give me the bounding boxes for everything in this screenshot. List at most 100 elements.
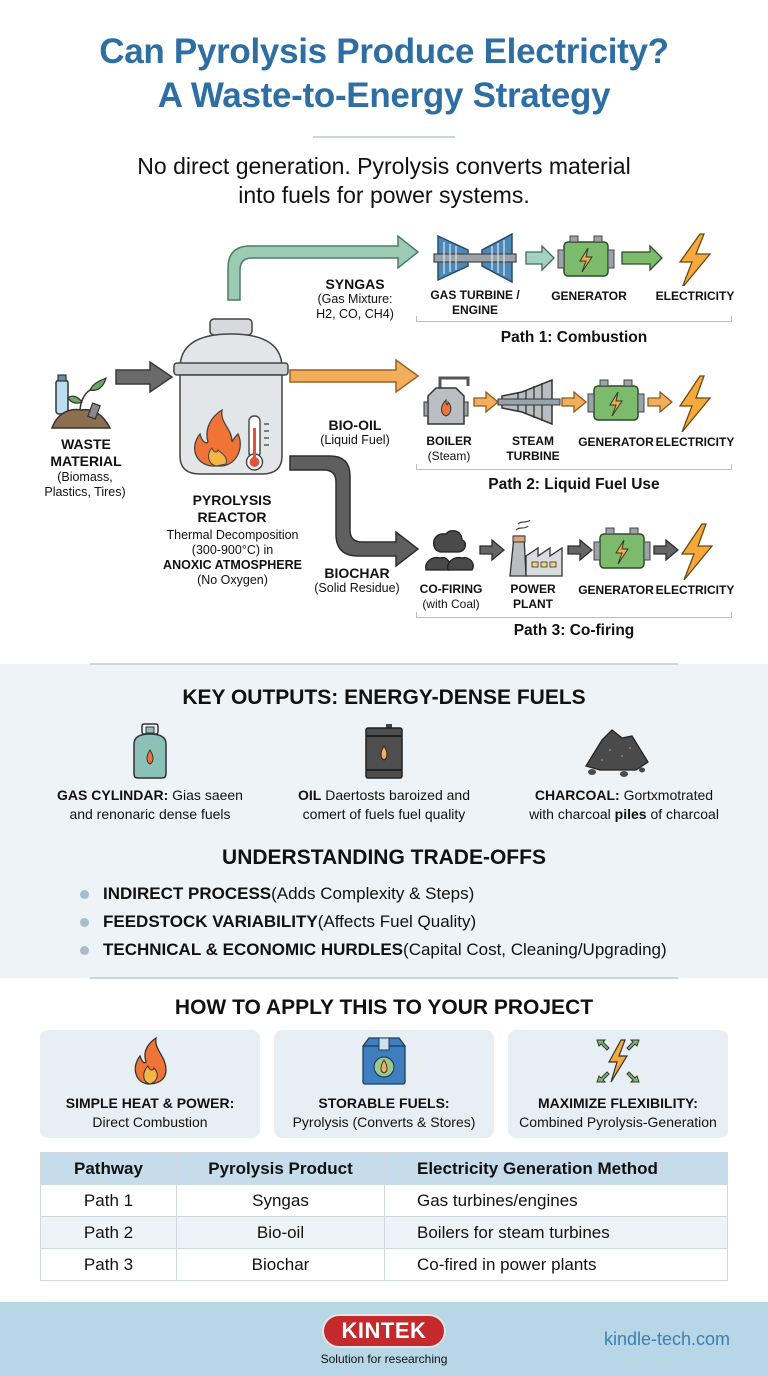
table-row: Path 3 Biochar Co-fired in power plants bbox=[40, 1248, 728, 1281]
output-caption-charcoal: CHARCOAL: Gortxmotrated with charcoal pi… bbox=[506, 786, 742, 824]
card-title: SIMPLE HEAT & POWER: bbox=[65, 1095, 235, 1111]
label-line: TURBINE bbox=[506, 449, 560, 463]
table-cell: Syngas bbox=[176, 1184, 385, 1217]
flexible-energy-icon bbox=[596, 1039, 640, 1083]
caption-text: Daertosts baroized and bbox=[321, 787, 470, 803]
path-3-step-3-label: GENERATOR bbox=[578, 583, 654, 597]
power-plant-icon bbox=[509, 520, 563, 577]
table-cell: Gas turbines/engines bbox=[384, 1184, 728, 1217]
output-caption-gas: GAS CYLINDAR: Gias saeen and renonaric d… bbox=[40, 786, 260, 824]
biochar-desc: (Solid Residue) bbox=[314, 581, 400, 595]
tradeoff-bold: INDIRECT PROCESS bbox=[103, 884, 272, 903]
reactor-title-1: PYROLYSIS bbox=[192, 492, 272, 508]
gas-turbine-icon bbox=[433, 232, 517, 284]
bio-oil-name: BIO-OIL bbox=[328, 417, 382, 433]
reactor-desc-1: Thermal Decomposition bbox=[166, 528, 299, 542]
apply-card-heat-power: SIMPLE HEAT & POWER: Direct Combustion bbox=[40, 1030, 260, 1138]
syngas-arrow bbox=[227, 234, 420, 301]
reactor-vessel-icon bbox=[173, 318, 289, 475]
table-cell: Co-fired in power plants bbox=[384, 1248, 728, 1281]
lightning-bolt-icon bbox=[678, 375, 712, 432]
label-line: PLANT bbox=[513, 597, 553, 611]
path-1-step-1-label: GAS TURBINE / ENGINE bbox=[420, 288, 530, 318]
caption-text: of charcoal bbox=[646, 806, 719, 822]
card-title: MAXIMIZE FLEXIBILITY: bbox=[538, 1095, 698, 1111]
arrow-icon bbox=[479, 538, 506, 562]
label-line: (Steam) bbox=[427, 449, 471, 463]
footer: KINTEK Solution for researching kindle-t… bbox=[0, 1302, 768, 1376]
biochar-arrow bbox=[289, 455, 420, 568]
path-2-step-4-label: ELECTRICITY bbox=[655, 435, 735, 449]
path-3-step-1-label: CO-FIRING (with Coal) bbox=[414, 582, 488, 612]
arrow-icon bbox=[653, 538, 680, 562]
table-cell: Path 2 bbox=[40, 1216, 177, 1249]
arrow-icon bbox=[473, 390, 500, 414]
flow-arrows bbox=[115, 234, 420, 568]
table-header-row: Pathway Pyrolysis Product Electricity Ge… bbox=[40, 1152, 728, 1185]
path-1-step-2-label: GENERATOR bbox=[551, 289, 627, 303]
subtitle: No direct generation. Pyrolysis converts… bbox=[0, 152, 768, 210]
table-cell: Bio-oil bbox=[176, 1216, 385, 1249]
table-cell: Biochar bbox=[176, 1248, 385, 1281]
reactor-desc-4: (No Oxygen) bbox=[197, 573, 268, 587]
generator-icon bbox=[557, 235, 615, 277]
table-header: Pathway bbox=[40, 1152, 177, 1185]
apply-heading: HOW TO APPLY THIS TO YOUR PROJECT bbox=[174, 996, 594, 1019]
input-desc: (Biomass, Plastics, Tires) bbox=[30, 470, 140, 500]
flame-icon bbox=[194, 408, 241, 467]
arrow-icon bbox=[621, 244, 663, 272]
thermometer-icon bbox=[245, 415, 269, 471]
tradeoff-item: TECHNICAL & ECONOMIC HURDLES (Capital Co… bbox=[80, 936, 667, 964]
input-title-2: MATERIAL bbox=[50, 453, 122, 469]
table-row: Path 2 Bio-oil Boilers for steam turbine… bbox=[40, 1216, 728, 1249]
biochar-name: BIOCHAR bbox=[324, 565, 390, 581]
lightning-bolt-icon bbox=[680, 523, 714, 580]
caption-bold: CHARCOAL: bbox=[534, 787, 620, 803]
boiler-icon bbox=[423, 376, 470, 425]
brand-logo[interactable]: KINTEK bbox=[322, 1314, 446, 1348]
bullet-icon bbox=[80, 945, 89, 955]
apply-card-flexibility: MAXIMIZE FLEXIBILITY: Combined Pyrolysis… bbox=[508, 1030, 728, 1138]
title-line-2: A Waste-to-Energy Strategy bbox=[157, 76, 611, 115]
pathway-table: Pathway Pyrolysis Product Electricity Ge… bbox=[40, 1152, 728, 1281]
label-line: (with Coal) bbox=[422, 597, 480, 611]
path-3-step-2-label: POWER PLANT bbox=[502, 582, 564, 612]
path-3-icons bbox=[425, 520, 714, 580]
subtitle-line-2: into fuels for power systems. bbox=[238, 182, 530, 208]
coal-icon bbox=[425, 529, 474, 571]
reactor-desc: Thermal Decomposition (300-900°C) in ANO… bbox=[150, 528, 315, 588]
caption-text: and renonaric dense fuels bbox=[69, 806, 231, 822]
reactor-title: PYROLYSIS REACTOR bbox=[162, 492, 302, 526]
card-desc: Pyrolysis (Converts & Stores) bbox=[292, 1114, 476, 1130]
table-row: Path 1 Syngas Gas turbines/engines bbox=[40, 1184, 728, 1217]
card-title: STORABLE FUELS: bbox=[318, 1095, 450, 1111]
tradeoffs-list: INDIRECT PROCESS (Adds Complexity & Step… bbox=[80, 880, 667, 964]
subtitle-line-1: No direct generation. Pyrolysis converts… bbox=[137, 153, 631, 179]
reactor-desc-2: (300-900°C) in bbox=[191, 543, 274, 557]
lightning-bolt-icon bbox=[678, 233, 712, 286]
path-1-title: Path 1: Combustion bbox=[500, 329, 648, 346]
oil-barrel-icon bbox=[365, 724, 403, 779]
caption-text: Gortxmotrated bbox=[619, 787, 714, 803]
path-2-step-3-label: GENERATOR bbox=[578, 435, 654, 449]
label-line: STEAM bbox=[512, 434, 554, 448]
card-desc: Combined Pyrolysis-Generation bbox=[519, 1114, 717, 1130]
label-line: GAS TURBINE / bbox=[430, 288, 520, 302]
syngas-label: SYNGAS (Gas Mixture: H2, CO, CH4) bbox=[300, 276, 410, 322]
key-outputs-band bbox=[0, 664, 768, 978]
table-header: Electricity Generation Method bbox=[384, 1152, 728, 1185]
website-link[interactable]: kindle-tech.com bbox=[604, 1329, 731, 1349]
path-3-bracket bbox=[416, 612, 732, 618]
gas-cylinder-icon bbox=[133, 723, 167, 779]
syngas-name: SYNGAS bbox=[325, 276, 385, 292]
title-divider bbox=[313, 136, 455, 138]
arrow-icon bbox=[561, 390, 588, 414]
tradeoff-item: FEEDSTOCK VARIABILITY (Affects Fuel Qual… bbox=[80, 908, 667, 936]
arrow-icon bbox=[567, 538, 594, 562]
key-outputs-heading: KEY OUTPUTS: ENERGY-DENSE FUELS bbox=[182, 686, 586, 709]
tradeoff-item: INDIRECT PROCESS (Adds Complexity & Step… bbox=[80, 880, 667, 908]
syngas-desc-2: H2, CO, CH4) bbox=[316, 307, 394, 321]
section-divider bbox=[90, 977, 678, 979]
path-1-bracket bbox=[416, 316, 732, 322]
path-1-icons bbox=[433, 232, 712, 286]
